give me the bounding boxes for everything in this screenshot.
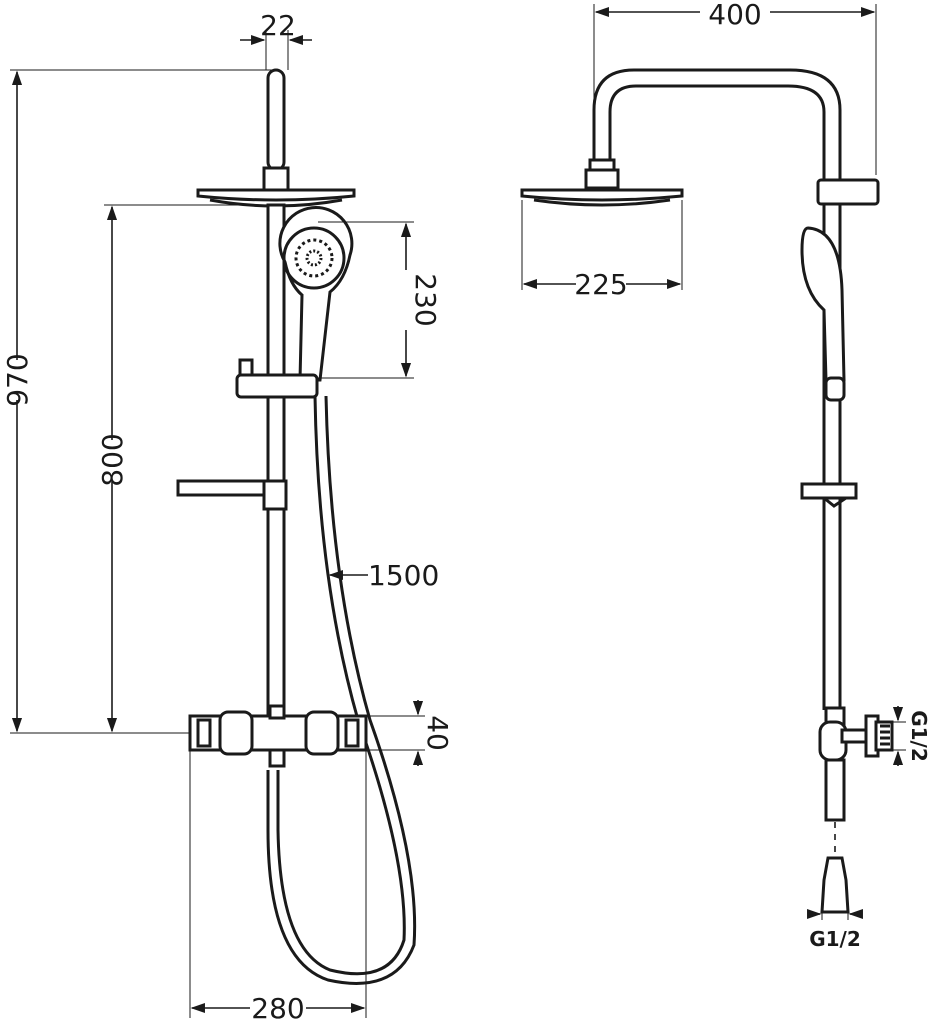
label-rail-diameter: 22 [260,9,296,42]
dimension-hand-shower-length: 230 [318,221,442,379]
label-hose-length: 1500 [368,559,439,592]
rail-clamp-top [816,178,880,206]
thermostat-mixer-front [188,704,368,768]
slide-rail [266,203,286,717]
side-view: 400 225 [520,0,931,951]
hand-shower-front [278,206,354,382]
dimension-thermostat-width: 280 [189,750,367,1024]
dimension-outlet-thread: G1/2 [892,706,931,766]
overhead-shower-head-front [196,166,356,208]
front-view: 22 970 800 [1,9,454,1024]
label-outlet-thread: G1/2 [907,710,931,762]
label-thermostat-height: 40 [421,715,454,751]
label-hand-shower-length: 230 [409,273,442,326]
label-head-diameter: 225 [574,268,627,301]
dimension-inlet-thread: G1/2 [807,908,863,951]
label-inlet-thread: G1/2 [809,927,861,951]
hand-shower-side [800,226,846,402]
dimension-head-diameter: 225 [521,200,683,301]
overhead-shower-head-side [520,158,684,207]
shower-arm-side [592,68,842,710]
soap-dish [176,479,288,511]
shower-hose [266,395,417,985]
wall-connector-side [818,706,894,914]
dimension-hose-length: 1500 [328,559,439,592]
label-arm-reach: 400 [708,0,761,31]
hand-shower-slider [235,358,319,399]
riser-pipe-top [266,68,286,172]
label-total-height: 970 [1,353,34,406]
dimension-rail-diameter: 22 [240,9,312,70]
label-rail-height: 800 [96,433,129,486]
dimension-arm-reach: 400 [593,0,877,180]
label-thermostat-width: 280 [251,992,304,1024]
soap-dish-side [800,482,858,508]
dimension-total-height: 970 [1,69,280,734]
dimension-thermostat-height: 40 [360,700,454,766]
dimension-rail-height: 800 [96,204,265,733]
